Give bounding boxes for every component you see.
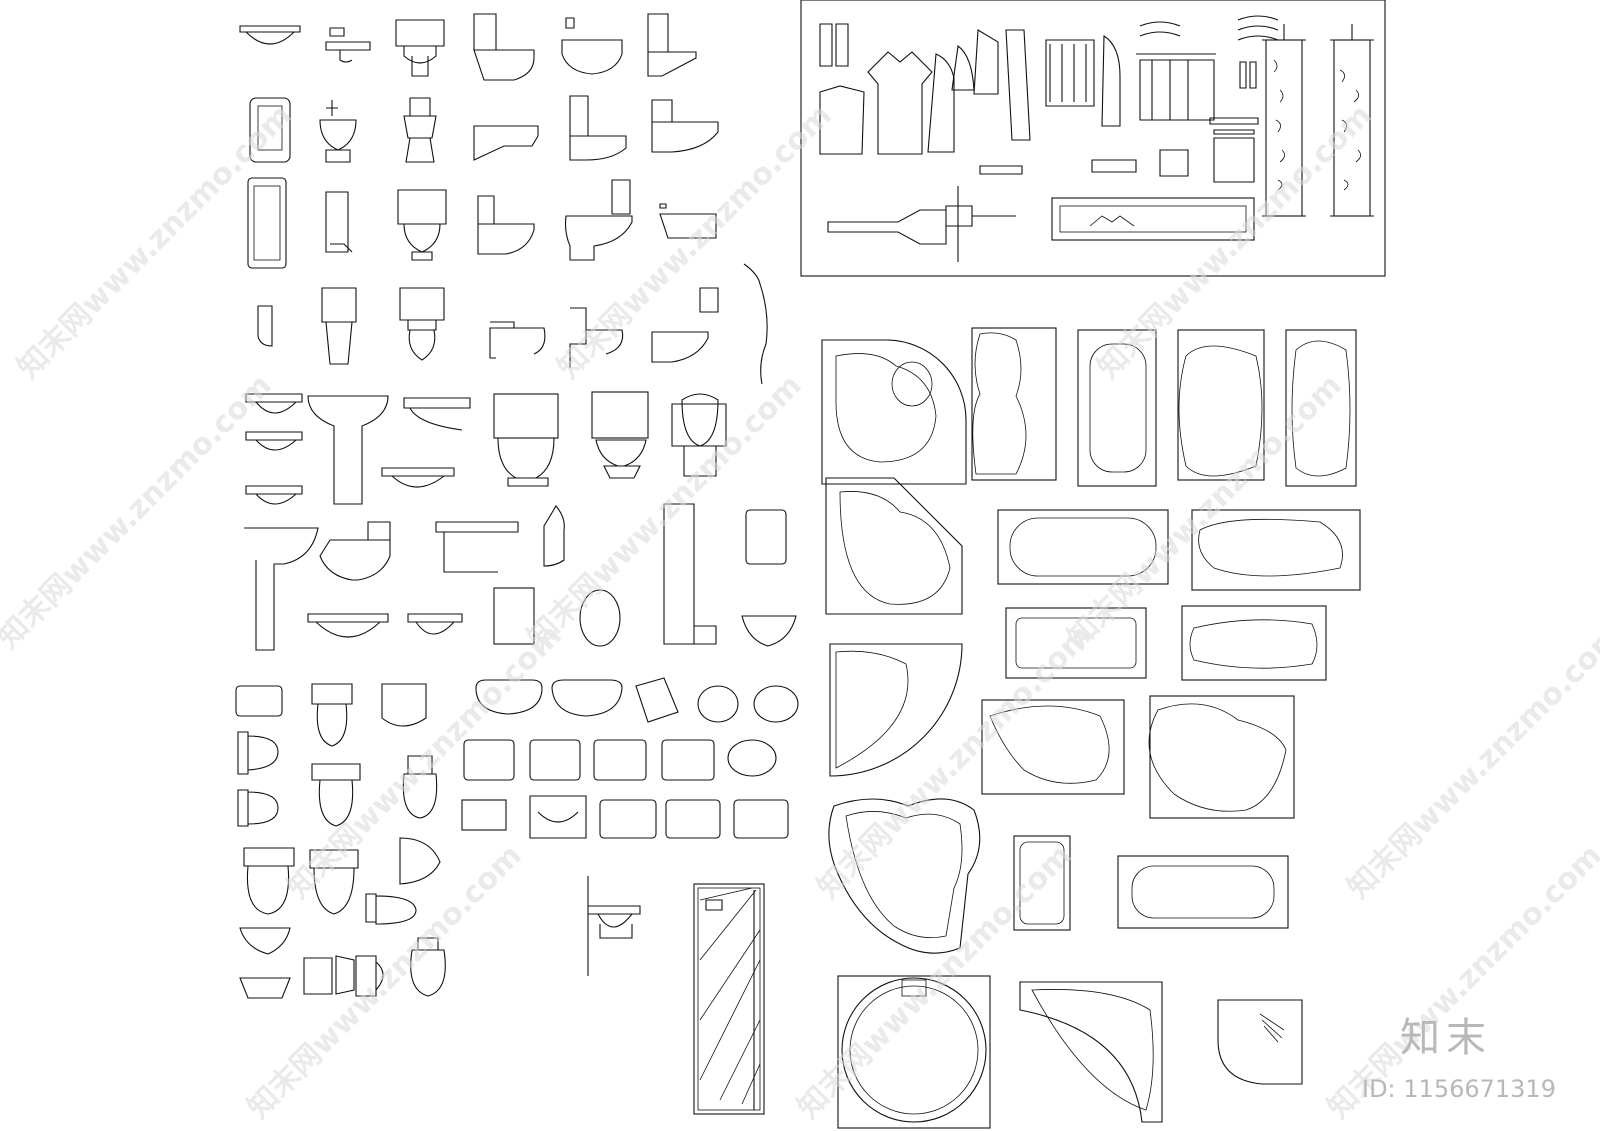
- image-id-label: ID: 1156671319: [1362, 1075, 1556, 1103]
- watermark-text: 知末网www.znzmo.com: [11, 98, 299, 386]
- watermark-text: 知末网www.znzmo.com: [1091, 98, 1379, 386]
- watermark-layer: 知末网www.znzmo.com 知末网www.znzmo.com 知末网www…: [0, 98, 1600, 1126]
- brand-logo: 知末: [1400, 1015, 1492, 1061]
- sink-elevations: [244, 391, 797, 651]
- watermark-text: 知末网www.znzmo.com: [1061, 368, 1349, 656]
- bathtub-icon: [821, 327, 1357, 487]
- bathtub-icon: [837, 975, 1303, 1129]
- toilet-elevations: [239, 13, 768, 385]
- watermark-text: 知末网www.znzmo.com: [0, 368, 279, 656]
- bathtub-icon: [828, 798, 1289, 954]
- toilet-icon: [249, 95, 719, 163]
- shower-icon: [743, 263, 768, 385]
- sink-icon: [244, 503, 797, 651]
- sink-icon: [461, 677, 799, 839]
- scroll-painting-icon: [1262, 24, 1374, 217]
- bathtub-icon: [829, 643, 1295, 819]
- sink-icon: [587, 876, 641, 976]
- fixture-plans: [235, 677, 799, 1115]
- toilet-icon: [235, 683, 446, 999]
- watermark-text: 知末网www.znzmo.com: [551, 98, 839, 386]
- clothing-frame: [800, 0, 1386, 277]
- sink-icon: [245, 391, 727, 505]
- shower-icon: [693, 883, 765, 1115]
- toilet-icon: [247, 177, 717, 269]
- toilet-icon: [257, 287, 719, 368]
- toilet-icon: [239, 13, 697, 81]
- clothes-icon: [819, 15, 1279, 262]
- bathtub-plans: [821, 327, 1361, 1129]
- watermark-text: 知末网www.znzmo.com: [521, 368, 809, 656]
- bathtub-icon: [825, 477, 1361, 681]
